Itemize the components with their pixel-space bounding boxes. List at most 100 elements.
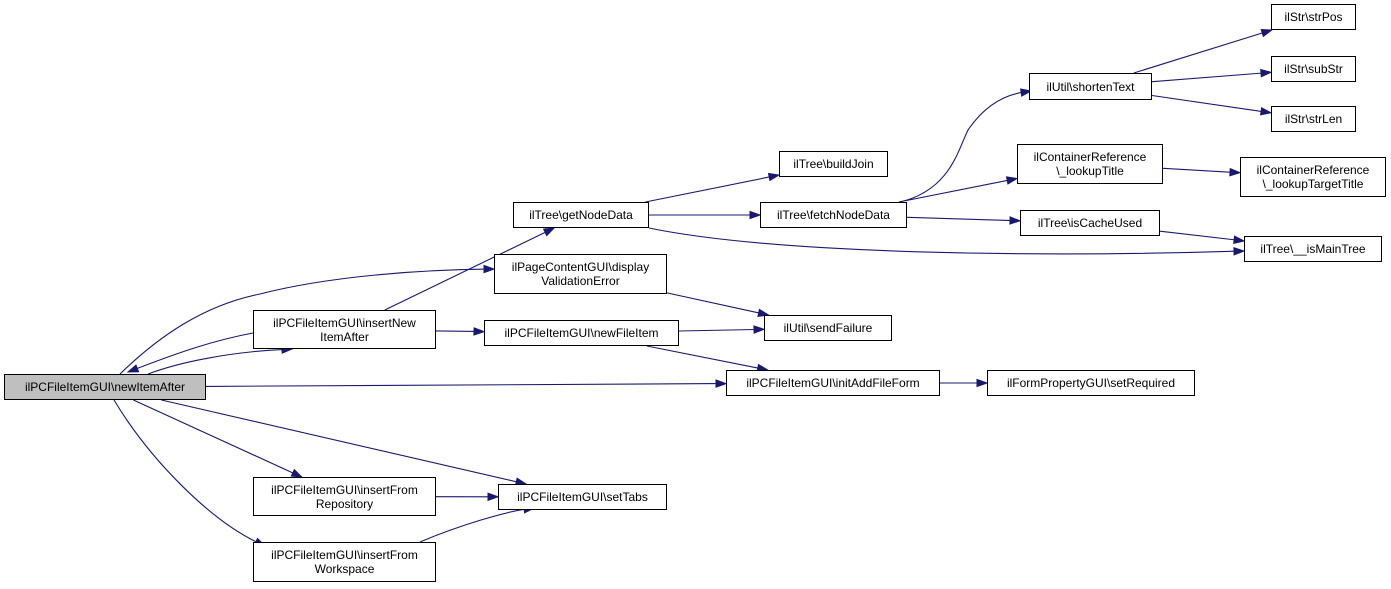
node-label-line: ilTree\__isMainTree bbox=[1260, 242, 1366, 256]
node-label-line: ilTree\getNodeData bbox=[529, 208, 633, 222]
node-label-line: Workspace bbox=[314, 562, 375, 576]
node-label-line: ilContainerReference bbox=[1033, 150, 1147, 164]
edge-line bbox=[898, 179, 1010, 203]
edge-insert-from-workspace-to-set-tabs bbox=[419, 505, 536, 543]
edge-arrowhead bbox=[487, 492, 500, 502]
node-lookup-target-title[interactable]: ilContainerReference\_lookupTargetTitle bbox=[1240, 157, 1386, 197]
edge-fetch-node-data-to-is-cache-used bbox=[906, 216, 1022, 225]
node-label-line: ItemAfter bbox=[320, 329, 369, 344]
edge-insert-new-item-after-to-get-node-data bbox=[384, 227, 556, 311]
edge-line bbox=[906, 216, 1013, 222]
edge-new-item-after-to-insert-new-item-after bbox=[147, 345, 294, 375]
edge-line bbox=[1159, 230, 1237, 241]
edge-line bbox=[666, 292, 761, 314]
node-label-line: Repository bbox=[315, 496, 374, 511]
node-send-failure[interactable]: ilUtil\sendFailure bbox=[764, 315, 892, 341]
node-sub-str[interactable]: ilStr\subStr bbox=[1271, 56, 1356, 82]
node-new-item-after[interactable]: ilPCFileItemGUI\newItemAfter bbox=[4, 374, 206, 400]
node-set-tabs[interactable]: ilPCFileItemGUI\setTabs bbox=[498, 484, 667, 510]
edge-arrowhead bbox=[749, 210, 762, 220]
edge-line bbox=[419, 508, 527, 543]
edge-lookup-title-to-lookup-target-title bbox=[1162, 167, 1242, 177]
node-build-join[interactable]: ilTree\buildJoin bbox=[779, 151, 888, 177]
edge-new-file-item-to-send-failure bbox=[678, 325, 766, 334]
node-shorten-text[interactable]: ilUtil\shortenText bbox=[1029, 73, 1152, 100]
edge-insert-from-repository-to-set-tabs bbox=[435, 492, 500, 502]
edge-get-node-data-to-build-join bbox=[645, 172, 781, 203]
edge-arrowhead bbox=[290, 468, 304, 478]
node-label-line: ilPCFileItemGUI\newFileItem bbox=[504, 326, 659, 340]
edge-line bbox=[1133, 31, 1265, 74]
edge-fetch-node-data-to-lookup-title bbox=[898, 176, 1019, 203]
edge-arrowhead bbox=[126, 364, 140, 373]
edge-line bbox=[899, 91, 1024, 203]
edge-arrowhead bbox=[483, 264, 496, 274]
edge-new-item-after-to-init-add-file-form bbox=[205, 379, 728, 388]
node-label-line: ilPageContentGUI\display bbox=[511, 260, 650, 274]
edge-line bbox=[1162, 167, 1233, 173]
edge-line bbox=[205, 383, 719, 387]
edge-insert-new-item-after-to-new-file-item bbox=[435, 327, 486, 336]
edge-shorten-text-to-str-pos bbox=[1133, 28, 1274, 74]
edge-is-cache-used-to-is-main-tree bbox=[1159, 230, 1246, 245]
node-label-line: ilFormPropertyGUI\setRequired bbox=[1006, 376, 1176, 390]
node-init-add-file-form[interactable]: ilPCFileItemGUI\initAddFileForm bbox=[726, 370, 940, 396]
edge-get-node-data-to-is-main-tree bbox=[648, 227, 1246, 256]
node-label-line: ilPCFileItemGUI\newItemAfter bbox=[24, 380, 186, 394]
edge-arrowhead bbox=[1229, 167, 1242, 177]
edge-fetch-node-data-to-shorten-text bbox=[899, 88, 1033, 203]
edge-display-validation-error-to-send-failure bbox=[666, 292, 770, 317]
edge-line bbox=[648, 227, 1237, 255]
node-new-file-item[interactable]: ilPCFileItemGUI\newFileItem bbox=[484, 320, 679, 346]
edge-new-item-after-to-set-tabs bbox=[161, 399, 528, 486]
node-label-line: ilPCFileItemGUI\setTabs bbox=[517, 490, 648, 504]
edge-arrowhead bbox=[1009, 216, 1022, 225]
node-label-line: ilTree\isCacheUsed bbox=[1037, 216, 1143, 230]
edge-arrowhead bbox=[473, 327, 486, 336]
node-label-line: ilPCFileItemGUI\initAddFileForm bbox=[746, 376, 920, 390]
edge-line bbox=[119, 268, 487, 375]
node-label-line: ilPCFileItemGUI\insertNew bbox=[273, 315, 416, 330]
node-label-line: ilUtil\shortenText bbox=[1046, 79, 1135, 94]
node-label-line: ilPCFileItemGUI\insertFrom bbox=[271, 548, 418, 562]
node-label-line: ilTree\buildJoin bbox=[793, 157, 874, 171]
edge-arrowhead bbox=[1260, 28, 1274, 38]
node-get-node-data[interactable]: ilTree\getNodeData bbox=[513, 202, 649, 228]
edge-get-node-data-to-fetch-node-data bbox=[649, 210, 762, 220]
node-label-line: ilContainerReference bbox=[1256, 163, 1370, 177]
edge-shorten-text-to-sub-str bbox=[1151, 68, 1273, 83]
node-label-line: ilPCFileItemGUI\insertFrom bbox=[271, 482, 418, 497]
node-label-line: ilStr\strLen bbox=[1284, 112, 1343, 126]
edge-arrowhead bbox=[976, 378, 989, 388]
node-is-main-tree[interactable]: ilTree\__isMainTree bbox=[1244, 236, 1382, 262]
edge-line bbox=[161, 399, 519, 483]
edge-new-file-item-to-init-add-file-form bbox=[646, 345, 770, 373]
edge-arrowhead bbox=[1260, 68, 1273, 78]
edge-line bbox=[645, 176, 772, 203]
edge-line bbox=[135, 332, 254, 370]
node-label-line: ilUtil\sendFailure bbox=[783, 321, 873, 335]
node-is-cache-used[interactable]: ilTree\isCacheUsed bbox=[1020, 210, 1160, 236]
node-label-line: ilStr\subStr bbox=[1284, 62, 1343, 76]
edge-arrowhead bbox=[1260, 107, 1273, 116]
edge-arrowhead bbox=[1233, 235, 1246, 245]
node-fetch-node-data[interactable]: ilTree\fetchNodeData bbox=[760, 202, 907, 228]
node-str-pos[interactable]: ilStr\strPos bbox=[1271, 4, 1356, 30]
node-label-line: ilTree\fetchNodeData bbox=[777, 208, 890, 222]
edge-line bbox=[678, 328, 757, 332]
node-set-required[interactable]: ilFormPropertyGUI\setRequired bbox=[987, 370, 1195, 396]
node-lookup-title[interactable]: ilContainerReference\_lookupTitle bbox=[1017, 144, 1163, 184]
edge-line bbox=[1151, 94, 1264, 113]
edge-line bbox=[147, 348, 285, 375]
edge-line bbox=[435, 330, 477, 332]
edge-line bbox=[133, 399, 295, 475]
node-str-len[interactable]: ilStr\strLen bbox=[1271, 106, 1356, 132]
node-label-line: ValidationError bbox=[541, 274, 620, 288]
edge-arrowhead bbox=[757, 308, 770, 317]
